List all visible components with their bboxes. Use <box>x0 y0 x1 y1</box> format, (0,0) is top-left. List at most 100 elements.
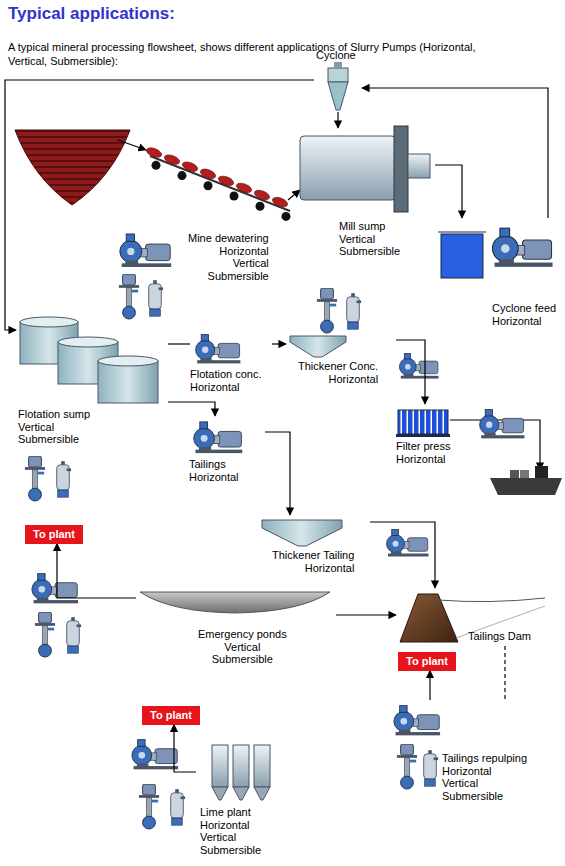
station-label: Lime plantHorizontalVerticalSubmersible <box>200 806 261 856</box>
grinding-mill-part <box>394 126 408 212</box>
destination-box: To plant <box>25 525 83 544</box>
pump-icons-part <box>120 234 171 267</box>
flow-arrow <box>504 646 505 700</box>
station-name: Tailings <box>189 458 239 471</box>
pump-icons-part <box>347 293 361 329</box>
pump-type: Vertical <box>442 777 527 790</box>
conveyor <box>145 146 290 221</box>
pump-icons-part <box>394 706 440 736</box>
pump-icons-part <box>492 228 552 267</box>
tailings-dam-part <box>438 598 545 602</box>
flow-arrow <box>57 544 136 599</box>
lime-silos-part <box>254 745 270 787</box>
station-name: Cyclone feed <box>492 302 556 315</box>
pump-icons-part <box>67 617 81 653</box>
pump-type: Horizontal <box>189 471 239 484</box>
station-name: Emergency ponds <box>198 628 287 641</box>
process-station: Cyclone feedHorizontal <box>436 218 560 336</box>
lime-silos-part <box>254 787 270 800</box>
station-label: Mine dewateringHorizontalVerticalSubmers… <box>188 232 269 282</box>
lime-silos-part <box>212 745 228 787</box>
process-station: Cyclone <box>314 48 362 112</box>
conveyor-part <box>230 192 239 201</box>
destination-box: To plant <box>142 706 200 725</box>
ship <box>490 466 562 495</box>
lime-silos <box>212 745 270 800</box>
pump-type: Horizontal <box>190 381 262 394</box>
station-name: Mill sump <box>339 220 400 233</box>
pump-type: Horizontal <box>200 819 261 832</box>
ship-part <box>520 470 529 478</box>
pump-icons-part <box>397 744 417 789</box>
destination-box: To plant <box>398 652 456 671</box>
station-name: Mine dewatering <box>188 232 269 245</box>
pump-icons-part <box>25 456 45 501</box>
tailings-dam <box>400 594 545 642</box>
process-station: Lime plantHorizontalVerticalSubmersible <box>196 738 288 860</box>
pump-type: Submersible <box>442 790 527 803</box>
pump-type: Submersible <box>339 245 400 258</box>
pump-icons-part <box>196 335 241 364</box>
thickener-part <box>262 520 342 546</box>
pump-icons-part <box>317 288 337 333</box>
station-name: Cyclone <box>316 49 356 62</box>
station-label: Thickener TailingHorizontal <box>272 549 354 574</box>
flow-arrow <box>265 432 290 515</box>
cyclone-part <box>334 62 342 68</box>
ship-part <box>510 470 519 478</box>
pump-type: Submersible <box>200 844 261 857</box>
station-name: Thickener Tailing <box>272 549 354 562</box>
sump-tank-part <box>441 234 483 278</box>
emergency-pond-part <box>140 592 330 613</box>
pump-type: Horizontal <box>298 373 378 386</box>
station-label: Mill sumpVerticalSubmersible <box>339 220 400 258</box>
process-station: Filter pressHorizontal <box>392 404 464 474</box>
process-station: TailingsHorizontal <box>185 416 265 496</box>
pump-icons-part <box>424 750 438 786</box>
conveyor-part <box>181 160 199 173</box>
process-station: Tailings repulpingHorizontalVerticalSubm… <box>392 700 542 812</box>
filter-press-part <box>396 434 450 437</box>
sump-tank <box>438 232 486 278</box>
station-label: Emergency pondsVerticalSubmersible <box>198 628 287 666</box>
pump-type: Vertical <box>339 233 400 246</box>
pump-icons-part <box>35 612 55 657</box>
pump-type: Vertical <box>18 421 90 434</box>
lime-silos-part <box>233 745 249 787</box>
process-station: Thickener Conc.Horizontal <box>286 330 396 398</box>
flow-arrow <box>174 725 196 773</box>
flow-arrow <box>336 614 396 615</box>
conveyor-part <box>152 161 161 170</box>
process-station: Flotation sumpVerticalSubmersible <box>16 314 168 449</box>
process-station: Emergency pondsVerticalSubmersible <box>136 584 336 679</box>
conveyor-part <box>256 202 265 211</box>
pump-type: Vertical <box>198 641 287 654</box>
lime-silos-part <box>212 787 228 800</box>
lime-silos-part <box>233 787 249 800</box>
stockpile-part <box>15 130 130 205</box>
thickener-part <box>290 336 346 357</box>
pump-type: Vertical <box>188 257 269 270</box>
feed-arrow <box>118 140 146 150</box>
feed-arrow <box>288 190 300 200</box>
emergency-pond <box>140 592 330 613</box>
conveyor-part <box>217 174 235 187</box>
station-label: TailingsHorizontal <box>189 458 239 483</box>
station-name: Thickener Conc. <box>298 360 378 373</box>
conveyor-part <box>178 171 187 180</box>
conveyor-part <box>253 188 271 201</box>
pump-type: Horizontal <box>272 562 354 575</box>
flow-arrow <box>168 402 215 416</box>
ship-part <box>490 478 562 495</box>
station-label: To plant <box>150 709 192 722</box>
flow-arrow <box>362 88 548 218</box>
station-name: To plant <box>33 528 75 541</box>
cyclone-part <box>328 82 348 110</box>
process-station: Mill sumpVerticalSubmersible <box>295 128 435 263</box>
flotation-cells-part <box>58 337 118 347</box>
station-label: Filter pressHorizontal <box>396 440 450 465</box>
cyclone-part <box>328 68 348 82</box>
